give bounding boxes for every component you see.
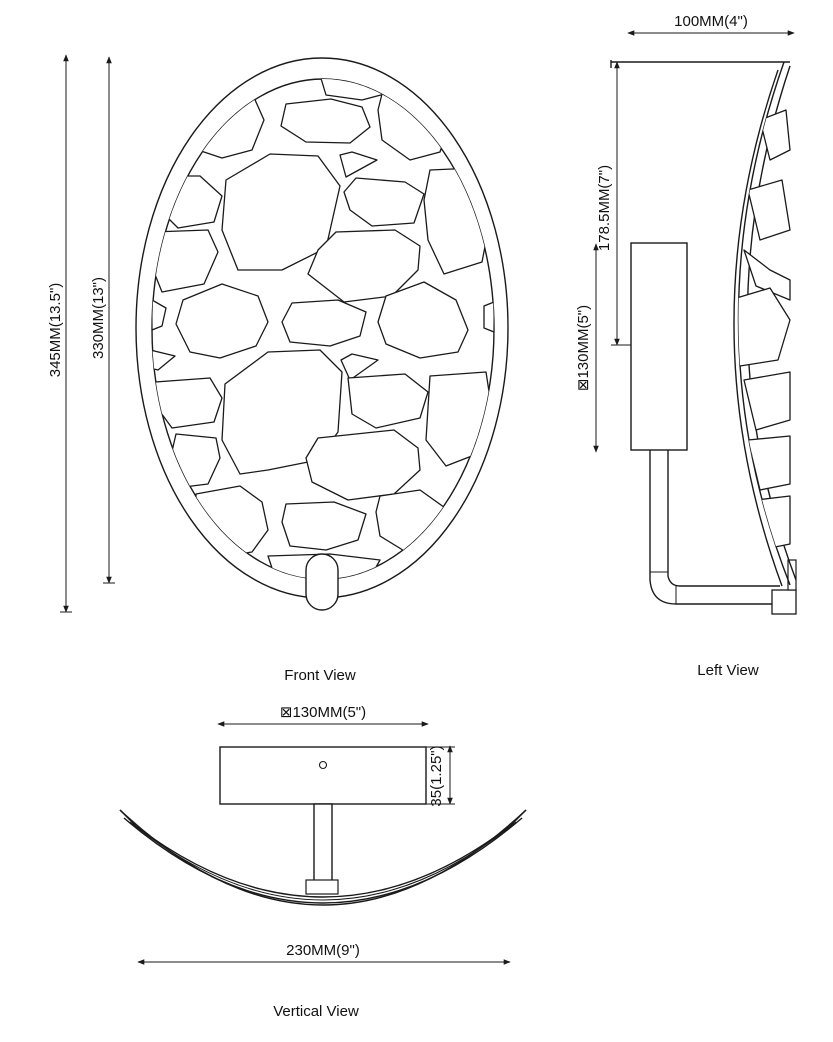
depth-label: 100MM(4") bbox=[674, 13, 748, 30]
shade-height-label: 330MM(13") bbox=[90, 277, 107, 359]
backplate-screw-hole bbox=[318, 760, 328, 770]
backplate-top-label: ⊠130MM(5") bbox=[280, 704, 366, 721]
backplate-depth-label: 35(1.25") bbox=[428, 745, 445, 806]
width-label: 230MM(9") bbox=[286, 942, 360, 959]
front-view-caption: Front View bbox=[284, 667, 356, 684]
left-stone-profile bbox=[738, 109, 791, 549]
vertical-view-caption: Vertical View bbox=[273, 1003, 359, 1020]
vertical-view: ⊠130MM(5") 35(1.25") 230MM(9") Vertical … bbox=[119, 704, 527, 1020]
front-mount-nub bbox=[305, 553, 339, 611]
left-view-caption: Left View bbox=[697, 662, 759, 679]
left-clamp bbox=[771, 589, 797, 615]
vertical-stem bbox=[313, 803, 333, 885]
backplate-left-label: ⊠130MM(5") bbox=[575, 305, 592, 391]
center-height-label: 178.5MM(7") bbox=[596, 165, 613, 251]
overall-height-label: 345MM(13.5") bbox=[47, 283, 64, 378]
left-backplate bbox=[630, 242, 688, 451]
left-view: 100MM(4") 178.5MM(7") ⊠130MM(5") bbox=[575, 13, 797, 679]
vertical-backplate bbox=[219, 746, 427, 805]
front-view: 345MM(13.5") 330MM(13") Front View bbox=[47, 54, 509, 684]
vertical-clamp bbox=[305, 879, 339, 895]
